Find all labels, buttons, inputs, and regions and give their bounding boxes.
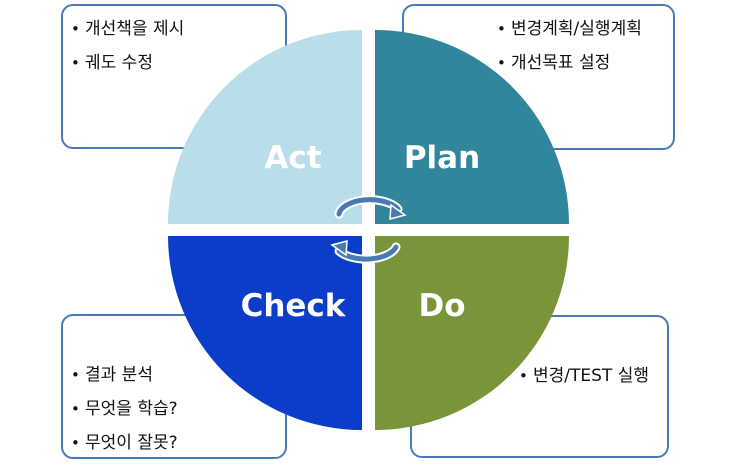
- check-note-item: 무엇이 잘못?: [71, 426, 285, 460]
- check-quadrant: [168, 236, 362, 430]
- plan-note-item: 개선목표 설정: [497, 46, 673, 80]
- do-note-item: 변경/TEST 실행: [519, 359, 667, 393]
- plan-note-item: 변경계획/실행계획: [497, 12, 673, 46]
- do-quadrant: [375, 236, 569, 430]
- plan-quadrant: [375, 30, 569, 224]
- act-note-item: 개선책을 제시: [71, 12, 285, 46]
- check-note-item: 무엇을 학습?: [71, 392, 285, 426]
- act-note-item: 궤도 수정: [71, 46, 285, 80]
- act-quadrant: [168, 30, 362, 224]
- act-label: Act: [264, 140, 321, 176]
- do-label: Do: [418, 288, 465, 324]
- plan-label: Plan: [404, 140, 480, 176]
- check-note-item: 결과 분석: [71, 358, 285, 392]
- cycle-arrows-icon: [330, 195, 407, 264]
- check-label: Check: [241, 288, 347, 324]
